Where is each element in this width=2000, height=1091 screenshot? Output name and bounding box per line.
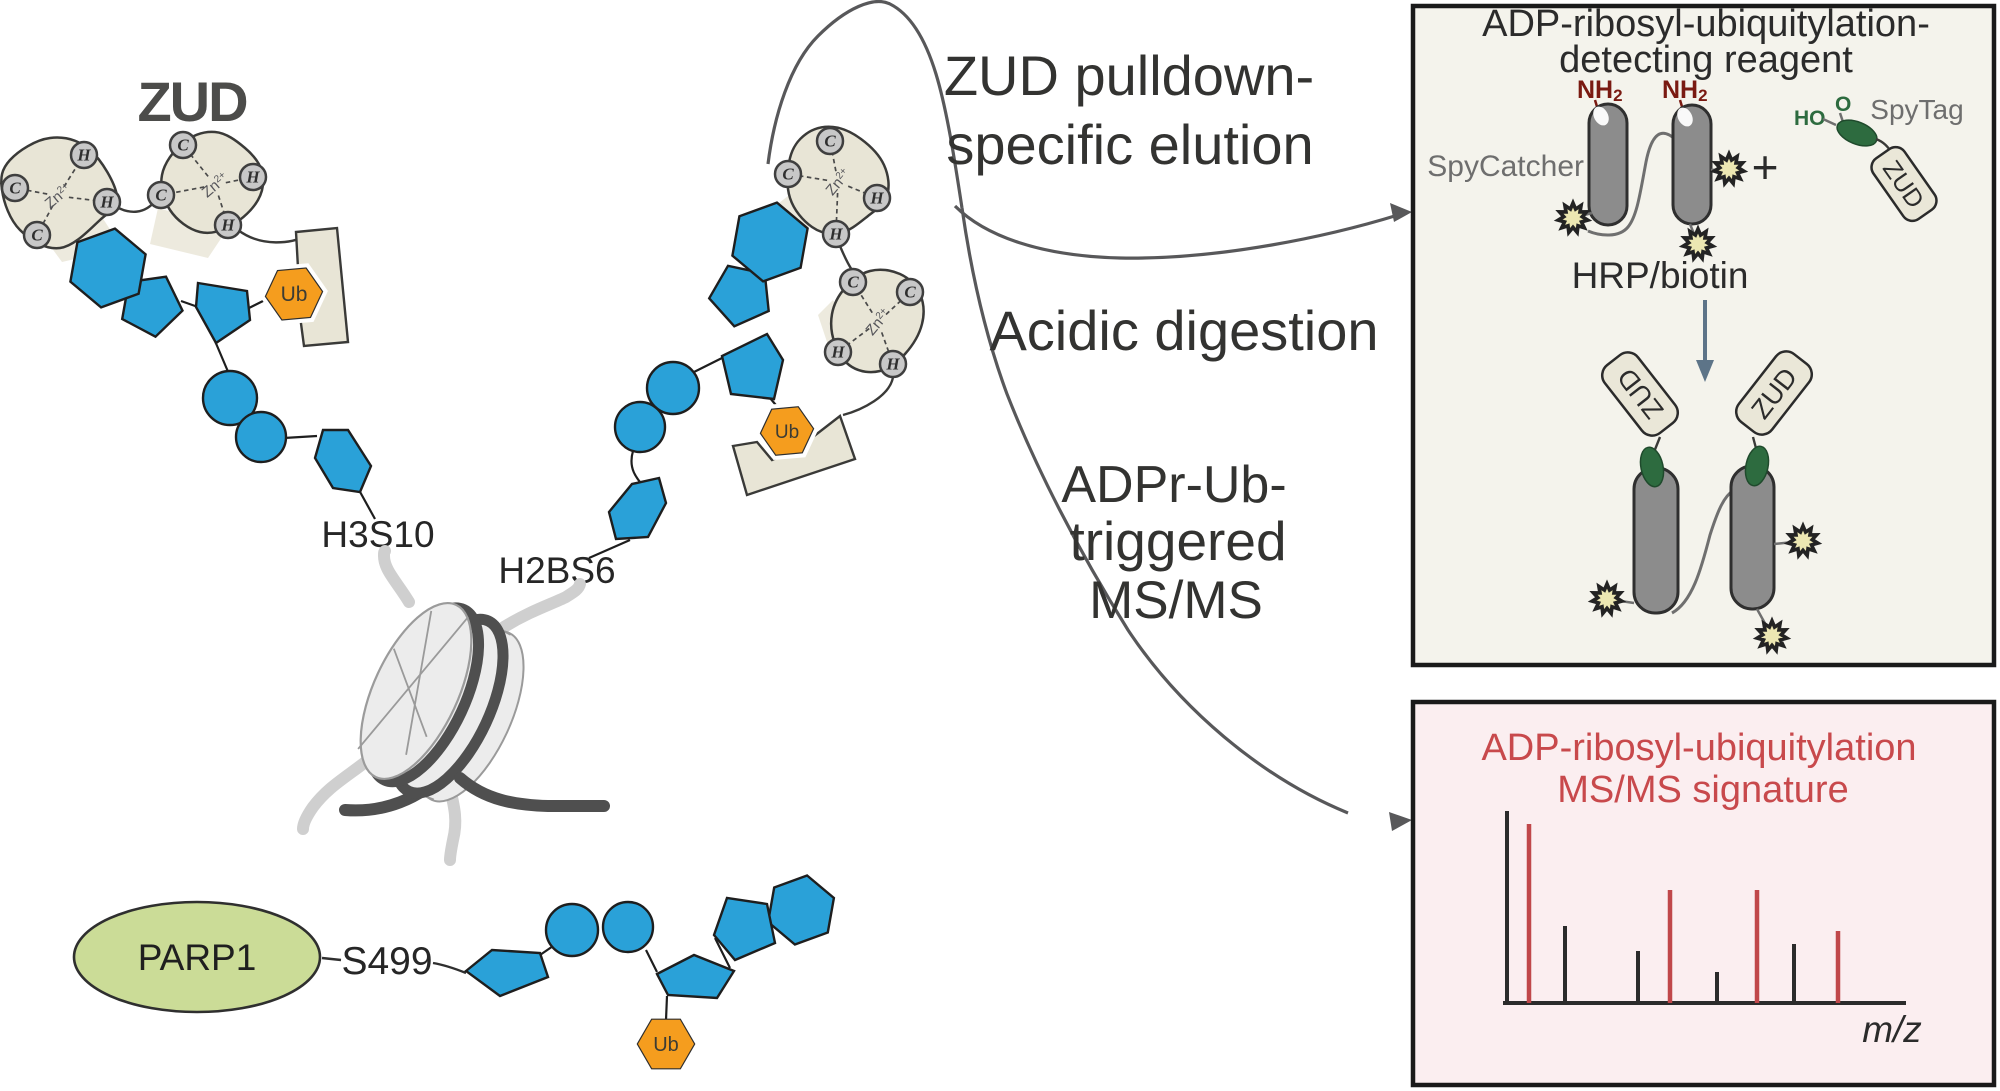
svg-text:O: O	[1835, 93, 1851, 116]
svg-text:detecting reagent: detecting reagent	[1559, 39, 1853, 81]
svg-text:C: C	[824, 132, 836, 151]
svg-text:ADP-ribosyl-ubiquitylation-: ADP-ribosyl-ubiquitylation-	[1482, 3, 1930, 45]
svg-text:triggered: triggered	[1069, 510, 1286, 572]
svg-text:H: H	[76, 146, 91, 165]
svg-text:C: C	[904, 283, 916, 302]
svg-text:HO: HO	[1794, 107, 1826, 130]
svg-text:S499: S499	[341, 940, 432, 983]
svg-text:C: C	[782, 165, 794, 184]
svg-text:C: C	[177, 136, 189, 155]
svg-text:specific elution: specific elution	[946, 113, 1313, 176]
svg-text:MS/MS: MS/MS	[1089, 571, 1263, 630]
svg-text:SpyCatcher: SpyCatcher	[1427, 150, 1584, 183]
svg-text:HRP/biotin: HRP/biotin	[1572, 255, 1749, 296]
svg-text:H: H	[830, 343, 845, 362]
svg-text:H: H	[828, 225, 843, 244]
svg-text:PARP1: PARP1	[138, 937, 257, 978]
svg-text:ZUD pulldown-: ZUD pulldown-	[944, 44, 1314, 107]
svg-text:H: H	[885, 355, 900, 374]
svg-text:m/z: m/z	[1862, 1009, 1922, 1050]
svg-text:H2BS6: H2BS6	[498, 550, 615, 591]
svg-text:C: C	[31, 226, 43, 245]
svg-text:H: H	[220, 216, 235, 235]
svg-text:C: C	[847, 273, 859, 292]
svg-text:MS/MS signature: MS/MS signature	[1557, 769, 1848, 811]
svg-text:Acidic digestion: Acidic digestion	[989, 299, 1378, 362]
svg-text:H: H	[245, 168, 260, 187]
svg-text:ADPr-Ub-: ADPr-Ub-	[1061, 456, 1286, 514]
svg-text:C: C	[9, 179, 21, 198]
svg-text:C: C	[155, 186, 167, 205]
svg-text:Ub: Ub	[775, 422, 799, 443]
svg-text:ADP-ribosyl-ubiquitylation: ADP-ribosyl-ubiquitylation	[1481, 727, 1916, 769]
svg-text:Ub: Ub	[281, 283, 308, 306]
svg-text:H3S10: H3S10	[321, 514, 434, 555]
svg-text:Ub: Ub	[653, 1034, 679, 1056]
svg-text:+: +	[1752, 141, 1779, 193]
svg-text:SpyTag: SpyTag	[1870, 94, 1963, 125]
svg-text:ZUD: ZUD	[137, 70, 247, 133]
svg-text:H: H	[99, 193, 114, 212]
svg-text:H: H	[869, 189, 884, 208]
